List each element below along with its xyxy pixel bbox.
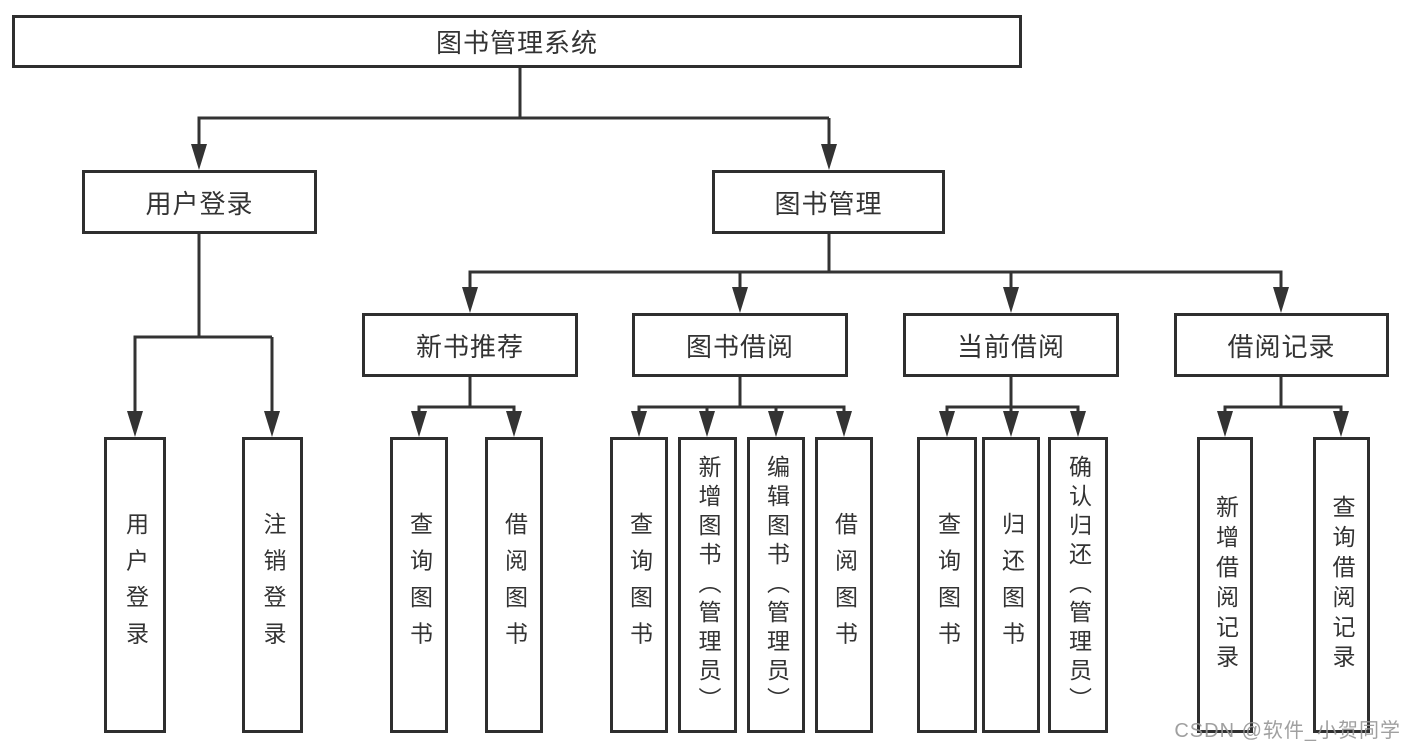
connector-new-book-recommend-children — [417, 377, 516, 417]
arrowhead — [191, 144, 207, 170]
node-user-login-leaf-label: 用户登录 — [122, 512, 149, 658]
csdn-watermark: CSDN @软件_小贺同学 — [1174, 720, 1401, 742]
arrowhead — [411, 411, 427, 437]
node-book-borrowing: 图书借阅 — [632, 313, 848, 377]
node-query-books-recommend-label: 查询图书 — [406, 512, 433, 658]
arrowhead — [127, 411, 143, 437]
node-confirm-return-admin-label: 确认归还（管理员） — [1065, 454, 1092, 716]
node-root: 图书管理系统 — [12, 15, 1022, 68]
node-confirm-return-admin: 确认归还（管理员） — [1048, 437, 1108, 733]
node-borrow-books-recommend: 借阅图书 — [485, 437, 543, 733]
arrowhead — [462, 287, 478, 313]
arrowhead — [939, 411, 955, 437]
node-borrow-books-borrowing: 借阅图书 — [815, 437, 873, 733]
connector-book-management-children — [468, 234, 1283, 293]
node-edit-books-admin: 编辑图书（管理员） — [747, 437, 805, 733]
node-new-book-recommend: 新书推荐 — [362, 313, 578, 377]
node-root-label: 图书管理系统 — [435, 28, 598, 58]
node-query-books-current-label: 查询图书 — [934, 512, 961, 658]
node-add-books-admin-label: 新增图书（管理员） — [695, 454, 721, 716]
node-current-borrowing-label: 当前借阅 — [956, 331, 1065, 362]
node-add-books-admin: 新增图书（管理员） — [678, 437, 737, 733]
arrowhead — [1003, 411, 1019, 437]
node-edit-books-admin-label: 编辑图书（管理员） — [763, 454, 790, 716]
node-add-borrow-record: 新增借阅记录 — [1197, 437, 1253, 733]
connector-root-to-level2 — [197, 68, 831, 150]
connector-book-borrowing-children — [637, 377, 846, 417]
arrowhead — [1273, 287, 1289, 313]
node-query-borrow-record-label: 查询借阅记录 — [1329, 495, 1355, 675]
node-user-login-leaf: 用户登录 — [104, 437, 166, 733]
node-add-borrow-record-label: 新增借阅记录 — [1212, 495, 1239, 675]
arrowhead — [836, 411, 852, 437]
node-current-borrowing: 当前借阅 — [903, 313, 1119, 377]
node-query-books-current: 查询图书 — [917, 437, 977, 733]
node-user-login: 用户登录 — [82, 170, 317, 234]
node-book-management-label: 图书管理 — [774, 188, 883, 219]
connector-borrowing-records-children — [1223, 377, 1343, 417]
arrowhead — [264, 411, 280, 437]
arrowhead — [732, 287, 748, 313]
node-query-books-recommend: 查询图书 — [390, 437, 448, 733]
arrowhead — [768, 411, 784, 437]
node-user-login-label: 用户登录 — [145, 188, 254, 219]
arrowhead — [1070, 411, 1086, 437]
node-return-books-label: 归还图书 — [998, 512, 1025, 658]
node-logout-label: 注销登录 — [260, 512, 286, 658]
node-borrowing-records-label: 借阅记录 — [1227, 331, 1336, 362]
arrowhead — [699, 411, 715, 437]
arrowheads — [127, 144, 1349, 437]
arrowhead — [506, 411, 522, 437]
node-book-borrowing-label: 图书借阅 — [685, 331, 794, 362]
node-new-book-recommend-label: 新书推荐 — [415, 331, 524, 362]
arrowhead — [631, 411, 647, 437]
arrowhead — [1003, 287, 1019, 313]
node-borrowing-records: 借阅记录 — [1174, 313, 1389, 377]
node-query-books-borrowing: 查询图书 — [610, 437, 668, 733]
arrowhead — [1217, 411, 1233, 437]
node-query-books-borrowing-label: 查询图书 — [626, 512, 653, 658]
arrowhead — [821, 144, 837, 170]
node-return-books: 归还图书 — [982, 437, 1040, 733]
node-logout: 注销登录 — [242, 437, 303, 733]
arrowhead — [1333, 411, 1349, 437]
node-borrow-books-recommend-label: 借阅图书 — [501, 512, 528, 658]
node-query-borrow-record: 查询借阅记录 — [1313, 437, 1370, 733]
node-borrow-books-borrowing-label: 借阅图书 — [831, 512, 858, 658]
node-book-management: 图书管理 — [712, 170, 945, 234]
connector-user-login-children — [133, 234, 274, 417]
